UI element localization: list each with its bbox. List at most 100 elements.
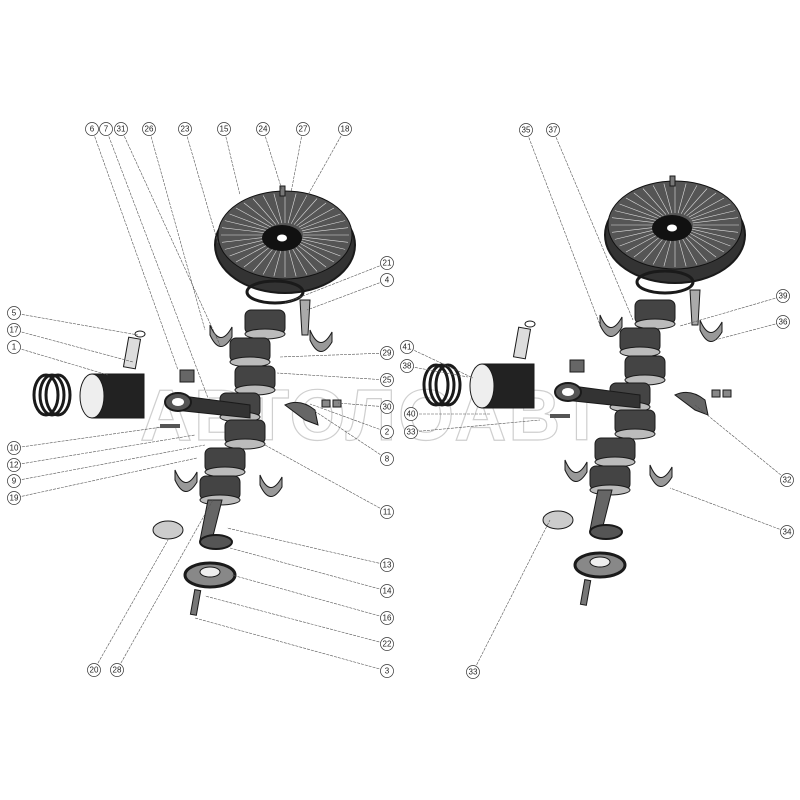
flywheel-rib [293,198,318,225]
callout-number: 28 [113,666,122,675]
flywheel-rib [243,243,274,268]
leader-line [105,128,209,399]
leader-line [694,404,788,481]
bearing-shell [649,464,673,487]
flywheel-rib [619,203,660,220]
snap-ring [134,330,146,338]
leader-line [714,321,784,341]
callout-circle [380,637,394,651]
left-connecting-rod [160,369,342,428]
left-callout-25: 25 [276,372,394,387]
flywheel-rib [302,227,349,234]
crank-nose [199,499,223,541]
leader-line [231,574,388,619]
callout-number: 37 [549,126,558,135]
callout-circle [546,123,560,137]
leader-line [93,539,169,671]
callout-circle [256,122,270,136]
callout-number: 3 [385,667,390,676]
flywheel-rib [642,188,667,215]
flywheel-rib [690,230,731,247]
flywheel-rib [663,183,673,214]
right-callout-41: 41 [400,340,474,379]
left-callout-10: 10 [7,426,163,455]
left-callout-19: 19 [7,457,198,505]
flywheel-rib [301,220,346,232]
left-callout-24: 24 [256,122,283,191]
callout-circle [380,425,394,439]
callout-number: 2 [385,428,390,437]
main-bolt [299,299,311,336]
bearing-shell [259,474,283,497]
left-callout-15: 15 [217,122,241,196]
right-callout-34: 34 [669,487,794,539]
callout-circle [7,306,21,320]
leader-line [472,519,551,673]
left-callout-6: 6 [85,122,179,371]
flywheel-rib [229,240,270,257]
left-callout-7: 7 [99,122,209,399]
flywheel-rib [287,246,297,277]
flywheel-rib [677,236,687,267]
leader-line [148,128,206,331]
callout-circle [87,663,101,677]
flywheel-rib [691,210,736,222]
callout-circle [85,122,99,136]
left-callout-14: 14 [229,547,394,598]
left-callout-11: 11 [264,444,394,519]
flywheel-rib [686,233,717,258]
rod-bolt [550,414,570,418]
rod-cap [674,391,709,416]
flywheel-rib [614,210,659,222]
right-flywheel [604,175,746,295]
callout-circle [519,123,533,137]
flywheel-bore [277,234,287,242]
callout-circle [380,400,394,414]
left-callout-18: 18 [304,122,352,201]
callout-circle [380,373,394,387]
leader-line [204,595,388,645]
flywheel-rib [680,236,698,265]
callout-circle [380,558,394,572]
callout-circle [380,346,394,360]
piston-ring [32,373,60,417]
flywheel-rib [625,197,662,218]
flywheel-rib [302,236,349,243]
flywheel-rib [300,240,341,257]
callout-number: 12 [10,461,19,470]
callout-circle [7,323,21,337]
leader-line [279,352,388,358]
leader-line [410,419,541,433]
rod-cap [284,401,319,426]
flywheel-rib [221,236,268,243]
flywheel-rib [683,188,708,215]
crank-nose [589,489,613,531]
flywheel-rib [235,207,272,228]
left-callout-16: 16 [231,574,394,625]
bearing-shell [309,329,333,352]
callout-number: 26 [145,125,154,134]
flywheel-rib [690,203,731,220]
thrust-washer [152,520,184,540]
flywheel-rib [301,238,346,250]
piston-crown [469,363,495,409]
snap-ring [524,320,536,328]
timing-gear [199,534,233,550]
callout-number: 15 [220,125,229,134]
flywheel-rib [611,226,658,233]
callout-number: 40 [407,410,416,419]
pulley-hub [589,556,611,568]
leader-line [226,527,388,566]
flywheel-rib [252,198,277,225]
callout-circle [776,289,790,303]
rod-bushing-bore [562,388,574,396]
flywheel-rib [625,232,662,253]
piston-ring [428,363,456,407]
right-callout-35: 35 [519,123,601,326]
callout-circle [7,474,21,488]
callout-number: 22 [383,640,392,649]
leader-line [669,487,788,533]
callout-number: 24 [259,125,268,134]
callout-number: 9 [12,477,17,486]
